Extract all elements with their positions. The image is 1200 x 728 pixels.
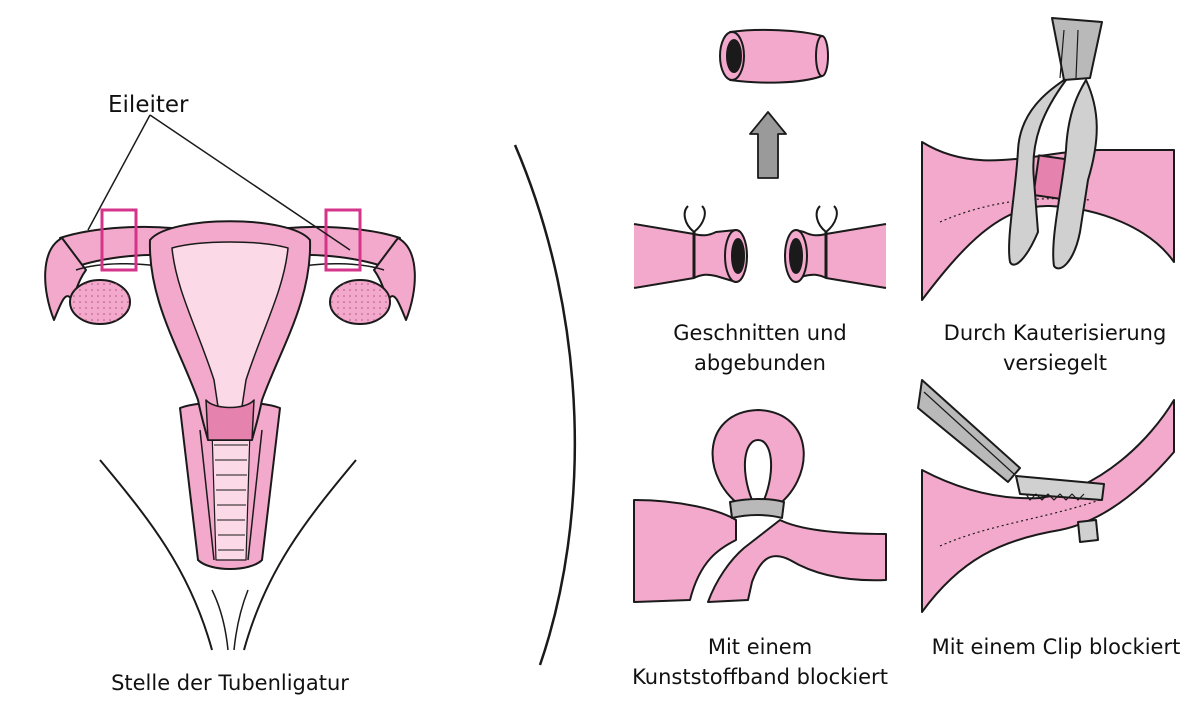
plastic-band-illustration (633, 409, 887, 603)
band-tube (633, 499, 737, 603)
cervix (205, 399, 255, 441)
oviduct-label: Eileiter (108, 92, 189, 118)
pelvic-groove (211, 589, 229, 651)
uterus-overview-illustration (44, 220, 416, 651)
body-outline-right (243, 459, 357, 651)
clip-jaw (1015, 475, 1105, 501)
section-divider-arc (513, 144, 577, 666)
oviduct-leader-line-right (149, 114, 351, 251)
clip-caption: Mit einem Clip blockiert (931, 635, 1181, 659)
cauterized-caption-line-2: versiegelt (1003, 351, 1107, 375)
cautery-forceps-jaw-left (1008, 79, 1067, 266)
vaginal-rugae (211, 429, 251, 561)
clip-applicator-shaft (917, 379, 1021, 483)
cut-and-tied-caption-line-1: Geschnitten und (673, 321, 847, 345)
uterine-cavity (171, 241, 289, 421)
clip (1077, 519, 1099, 543)
ligation-site-caption: Stelle der Tubenligatur (111, 671, 349, 695)
right-tube-stump (795, 223, 887, 289)
body-outline-left (99, 459, 213, 651)
cut-and-tied-illustration (633, 28, 887, 289)
cautery-forceps-jaw-right (1052, 79, 1098, 270)
cut-and-tied-caption-line-2: abgebunden (694, 351, 826, 375)
cauterized-tube (921, 141, 1175, 301)
cauterized-caption: Durch Kauterisierung versiegelt (915, 318, 1195, 378)
plastic-band (729, 498, 785, 519)
cut-and-tied-caption: Geschnitten und abgebunden (630, 318, 890, 378)
ligation-site-marker-left (100, 208, 138, 272)
left-fimbria (44, 237, 87, 321)
plastic-band-caption-line-1: Mit einem (707, 635, 813, 659)
clip-illustration (917, 379, 1175, 613)
up-arrow (749, 111, 787, 179)
cauterized-caption-line-1: Durch Kauterisierung (943, 321, 1167, 345)
oviduct-leader-line-left (87, 114, 151, 231)
ligation-site-marker-right (324, 208, 362, 272)
left-tube-stump (633, 223, 737, 289)
plastic-band-caption-line-2: Kunststoffband blockiert (632, 665, 888, 689)
clipped-tube (921, 399, 1175, 613)
plastic-band-caption: Mit einem Kunststoffband blockiert (620, 632, 900, 692)
cauterization-illustration (921, 17, 1175, 301)
right-fimbria (373, 237, 416, 321)
